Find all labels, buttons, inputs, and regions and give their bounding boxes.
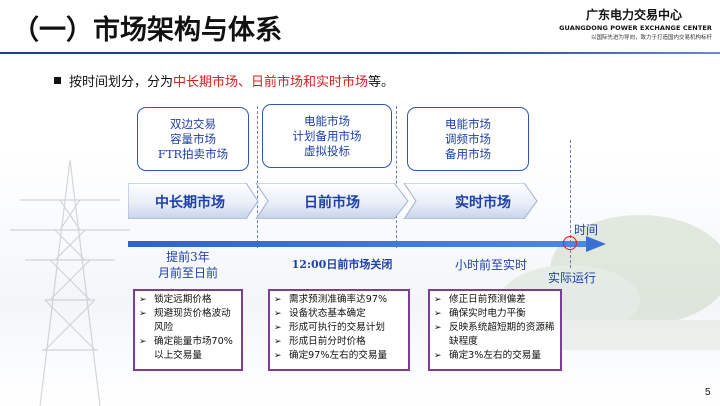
timepoint-label: 小时前至实时: [454, 258, 527, 272]
intro-suffix: 等。: [368, 75, 395, 90]
detail-item: 规避现货价格波动风险: [139, 307, 237, 335]
detail-item: 形成可执行的交易计划: [274, 321, 404, 335]
page-title: （一）市场架构与体系: [12, 15, 282, 46]
market-item: 虚拟投标: [304, 143, 350, 158]
detail-item: 需求预测准确率达97%: [274, 293, 404, 307]
power-pylon-illustration: [10, 160, 130, 406]
time-axis-arrow: [128, 236, 606, 252]
detail-box-real-time: 修正日前预测偏差 确保实时电力平衡 反映系统超短期的资源稀缺程度 确定3%左右的…: [428, 289, 562, 371]
stage-chevrons: [128, 183, 538, 219]
stage-label: 实时市场: [455, 195, 511, 211]
market-item: 备用市场: [445, 146, 491, 161]
actual-operation-label: 实际运行: [548, 271, 597, 285]
market-item: 电能市场: [445, 116, 491, 131]
timepoint-label: 提前3年 月前至日前: [148, 249, 228, 281]
page-number: 5: [705, 387, 711, 398]
detail-item: 确定97%左右的交易量: [274, 349, 404, 363]
title-divider: [0, 52, 720, 54]
detail-item: 反映系统超短期的资源稀缺程度: [434, 321, 556, 349]
market-item: 计划备用市场: [292, 128, 362, 143]
detail-item: 确定3%左右的交易量: [434, 349, 556, 363]
stage-divider: [257, 106, 258, 248]
detail-item: 锁定远期价格: [139, 293, 237, 307]
market-box-real-time: 电能市场 调频市场 备用市场: [407, 107, 529, 171]
stage-label: 中长期市场: [155, 195, 225, 211]
market-item: 电能市场: [304, 113, 350, 128]
market-box-long-term: 双边交易 容量市场 FTR拍卖市场: [137, 107, 249, 171]
intro-highlight: 中长期市场、日前市场和实时市场: [173, 75, 369, 90]
detail-item: 形成日前分时价格: [274, 335, 404, 349]
market-box-day-ahead: 电能市场 计划备用市场 虚拟投标: [262, 104, 392, 168]
market-item: 容量市场: [170, 131, 216, 146]
market-item: FTR拍卖市场: [157, 146, 229, 161]
brand-block: 广东电力交易中心 GUANGDONG POWER EXCHANGE CENTER…: [552, 8, 712, 43]
realtime-marker-icon: [563, 236, 577, 250]
timepoint-line: 提前3年: [166, 250, 210, 264]
detail-box-long-term: 锁定远期价格 规避现货价格波动风险 确定能量市场70%以上交易量: [133, 289, 243, 371]
timepoint-label: 12:00日前市场关闭: [291, 258, 393, 271]
detail-item: 修正日前预测偏差: [434, 293, 556, 307]
square-bullet-icon: [54, 77, 61, 84]
brand-name-en: GUANGDONG POWER EXCHANGE CENTER: [559, 24, 712, 32]
brand-slogan: 以国际先进为导向，致力于打造国内交易机构标杆: [590, 35, 712, 41]
detail-item: 设备状态基本确定: [274, 307, 404, 321]
brand-name-cn: 广东电力交易中心: [585, 8, 682, 22]
market-item: 双边交易: [170, 116, 216, 131]
intro-bullet: 按时间划分，分为中长期市场、日前市场和实时市场等。: [54, 71, 394, 90]
stage-label: 日前市场: [304, 195, 360, 211]
time-axis-label: 时间: [574, 223, 599, 237]
intro-prefix: 按时间划分，分为: [69, 75, 174, 90]
timepoint-line: 月前至日前: [157, 266, 218, 280]
market-item: 调频市场: [445, 131, 491, 146]
realtime-divider: [570, 140, 571, 268]
detail-item: 确定能量市场70%以上交易量: [139, 335, 237, 363]
detail-box-day-ahead: 需求预测准确率达97% 设备状态基本确定 形成可执行的交易计划 形成日前分时价格…: [268, 289, 410, 371]
stage-divider: [396, 106, 397, 248]
detail-item: 确保实时电力平衡: [434, 307, 556, 321]
